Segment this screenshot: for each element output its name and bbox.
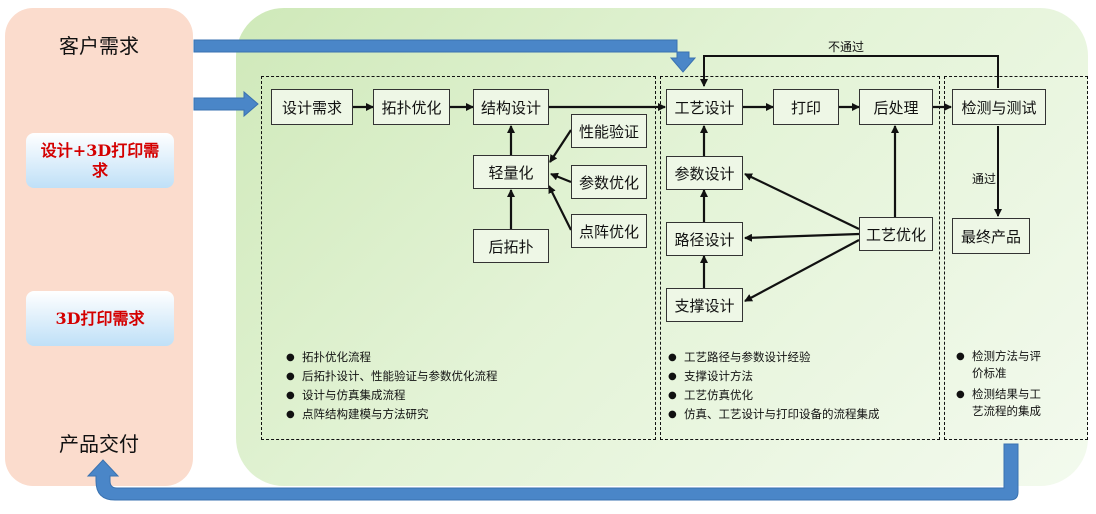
box-topology-opt: 拓扑优化 bbox=[373, 89, 450, 125]
list-item: ●检测方法与评价标准 bbox=[956, 349, 1041, 380]
inspection-section bbox=[944, 76, 1088, 440]
fail-label: 不通过 bbox=[828, 40, 865, 54]
box-post-process: 后处理 bbox=[859, 89, 933, 125]
list-item: ●拓扑优化流程 bbox=[286, 350, 371, 364]
print-demand-button[interactable]: 3D打印需求 bbox=[26, 291, 174, 346]
pass-label: 通过 bbox=[972, 172, 997, 186]
process-panel bbox=[236, 8, 1088, 486]
box-lightweight: 轻量化 bbox=[473, 155, 549, 189]
product-delivery-label: 产品交付 bbox=[59, 432, 139, 456]
blue-arrow-top bbox=[193, 39, 697, 73]
design-section bbox=[261, 76, 656, 440]
blue-arrow-return bbox=[86, 443, 1019, 501]
process-bullet-list: ●工艺路径与参数设计经验 ●支撑设计方法 ●工艺仿真优化 ●仿真、工艺设计与打印… bbox=[668, 348, 938, 424]
blue-arrow-middle bbox=[193, 90, 259, 118]
list-item: ●仿真、工艺设计与打印设备的流程集成 bbox=[668, 407, 880, 421]
box-final-product: 最终产品 bbox=[952, 218, 1030, 254]
box-performance-verify: 性能验证 bbox=[571, 114, 647, 148]
list-item: ●工艺仿真优化 bbox=[668, 388, 753, 402]
arrow-performance-lightweight bbox=[549, 129, 572, 163]
design-3d-demand-button[interactable]: 设计+3D打印需求 bbox=[26, 133, 174, 188]
box-structure-design: 结构设计 bbox=[473, 89, 549, 125]
box-process-opt: 工艺优化 bbox=[859, 217, 933, 251]
box-design-demand: 设计需求 bbox=[271, 89, 353, 125]
box-lattice-opt: 点阵优化 bbox=[571, 214, 647, 248]
list-item: ●点阵结构建模与方法研究 bbox=[286, 407, 429, 421]
customer-demand-label: 客户需求 bbox=[59, 34, 139, 58]
box-process-design: 工艺设计 bbox=[666, 89, 743, 125]
list-item: ●后拓扑设计、性能验证与参数优化流程 bbox=[286, 369, 498, 383]
process-section bbox=[660, 76, 940, 440]
arrow-opt-support bbox=[744, 239, 860, 302]
list-item: ●支撑设计方法 bbox=[668, 369, 753, 383]
box-support-design: 支撑设计 bbox=[666, 288, 743, 322]
arrow-opt-param bbox=[744, 173, 860, 230]
box-post-topology: 后拓扑 bbox=[473, 229, 549, 263]
left-panel bbox=[5, 8, 193, 486]
inspection-bullet-list: ●检测方法与评价标准 ●检测结果与工艺流程的集成 bbox=[956, 348, 1084, 420]
arrow-param-lightweight bbox=[550, 172, 572, 184]
print-demand-label: 3D打印需求 bbox=[55, 308, 145, 328]
box-param-design: 参数设计 bbox=[666, 156, 743, 190]
arrow-fail-loop bbox=[700, 55, 999, 88]
arrow-opt-path bbox=[744, 232, 860, 242]
list-item: ●工艺路径与参数设计经验 bbox=[668, 350, 811, 364]
arrow-lattice-lightweight bbox=[548, 185, 572, 231]
box-inspection: 检测与测试 bbox=[952, 89, 1046, 125]
design-3d-demand-label: 设计+3D打印需求 bbox=[40, 140, 160, 180]
box-param-opt: 参数优化 bbox=[571, 165, 647, 199]
list-item: ●设计与仿真集成流程 bbox=[286, 388, 406, 402]
box-path-design: 路径设计 bbox=[666, 222, 743, 256]
design-bullet-list: ●拓扑优化流程 ●后拓扑设计、性能验证与参数优化流程 ●设计与仿真集成流程 ●点… bbox=[286, 348, 646, 424]
box-print: 打印 bbox=[773, 89, 839, 125]
list-item: ●检测结果与工艺流程的集成 bbox=[956, 387, 1041, 418]
